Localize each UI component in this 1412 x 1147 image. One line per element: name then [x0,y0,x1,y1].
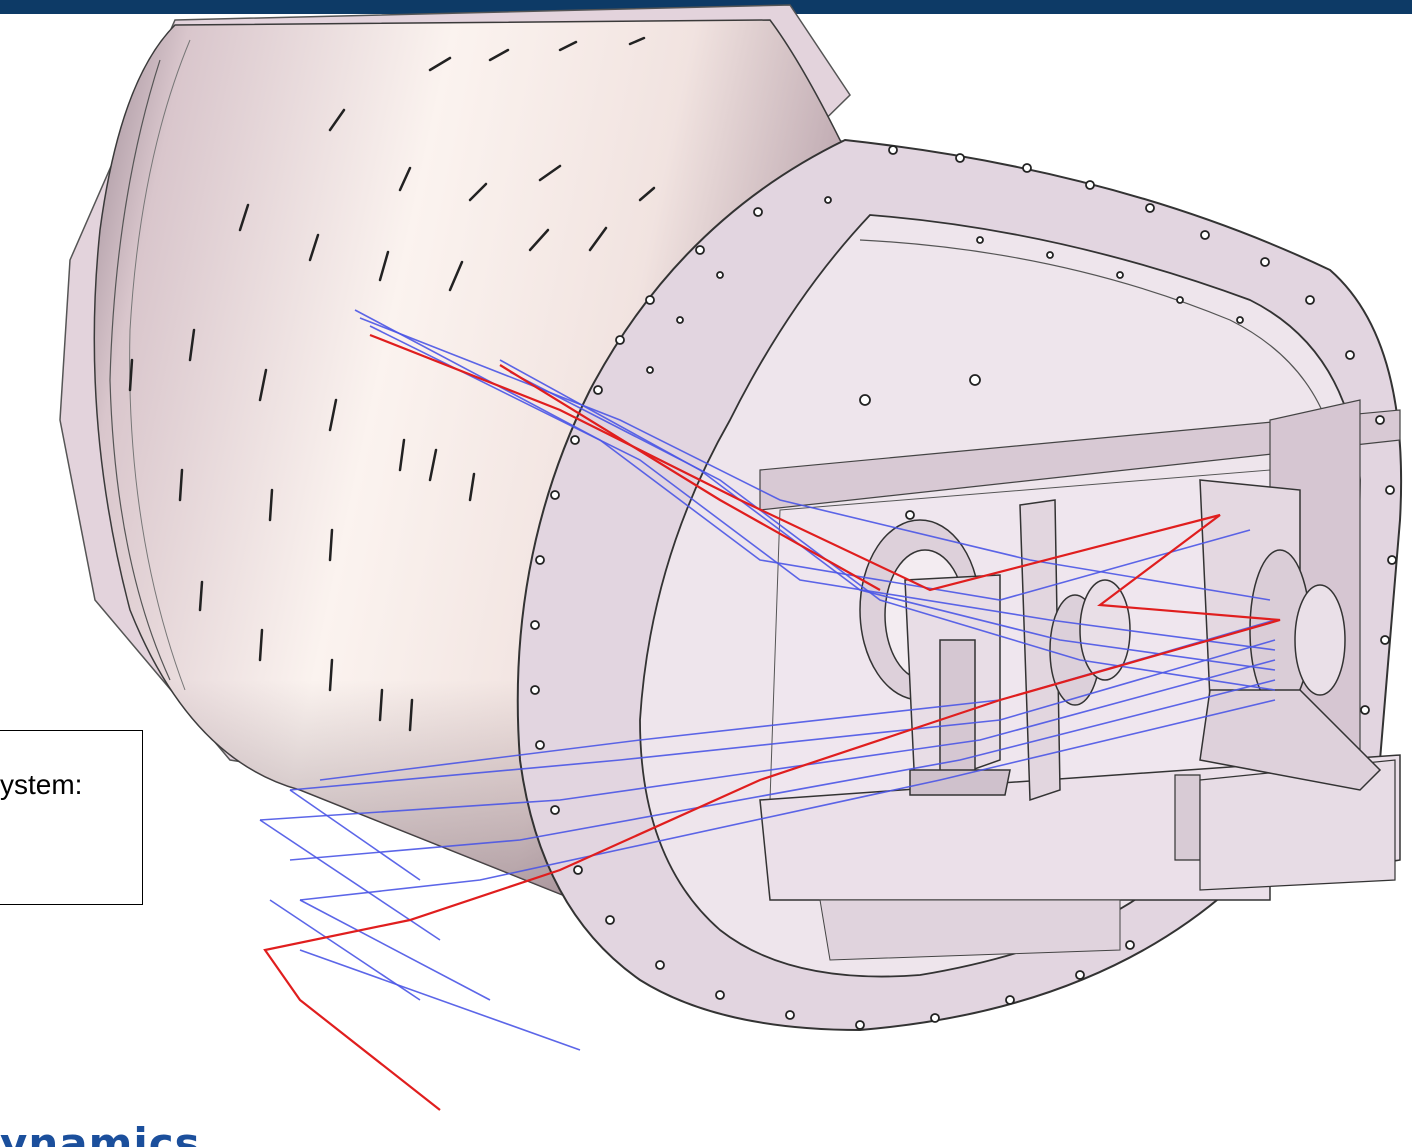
callout-box: ystem: [0,730,143,905]
red-beam-path [263,333,1281,1111]
flange-bolts [530,145,1397,1030]
barrel-slots [128,36,656,732]
logo-text: ynamics [0,1120,201,1147]
callout-text: ystem: [0,769,83,800]
